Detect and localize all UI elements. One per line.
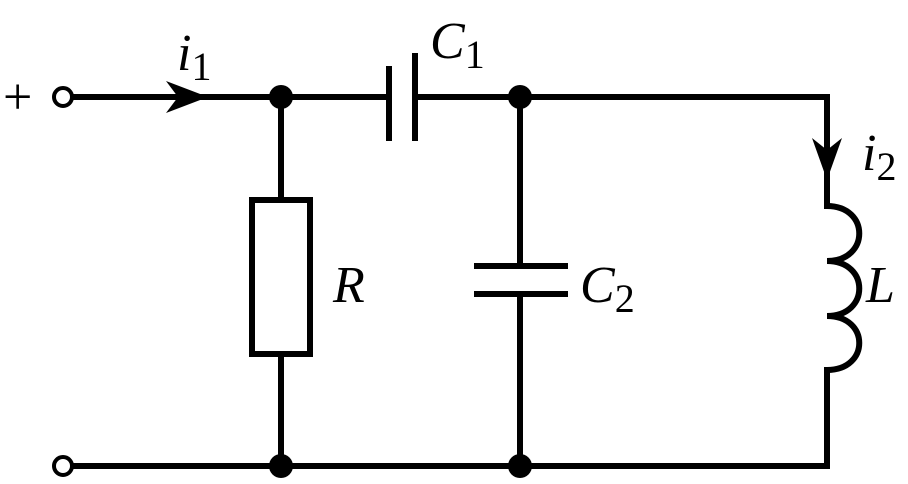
junction-node-top-right xyxy=(508,85,532,109)
capacitor-c2 xyxy=(474,263,568,297)
junction-nodes xyxy=(269,85,532,478)
junction-node-bottom-right xyxy=(508,454,532,478)
label-c1: C1 xyxy=(430,13,485,77)
current-arrow-i2 xyxy=(812,138,842,180)
label-i2: i2 xyxy=(862,125,896,189)
current-arrow-i1 xyxy=(166,81,208,113)
inductor-l xyxy=(823,202,863,374)
label-r: R xyxy=(332,257,365,314)
junction-node-top-left xyxy=(269,85,293,109)
plus-sign: + xyxy=(3,69,32,126)
junction-node-bottom-left xyxy=(269,454,293,478)
wires xyxy=(69,94,830,469)
label-l: L xyxy=(865,257,895,314)
bottom-wire xyxy=(69,367,830,469)
label-i1: i1 xyxy=(177,25,211,89)
capacitor-c1 xyxy=(386,53,418,141)
input-terminal-bottom xyxy=(52,455,74,477)
input-terminal-top xyxy=(52,86,74,108)
resistor-r xyxy=(249,197,313,357)
top-wire-right xyxy=(415,94,830,153)
label-c2: C2 xyxy=(580,257,635,321)
